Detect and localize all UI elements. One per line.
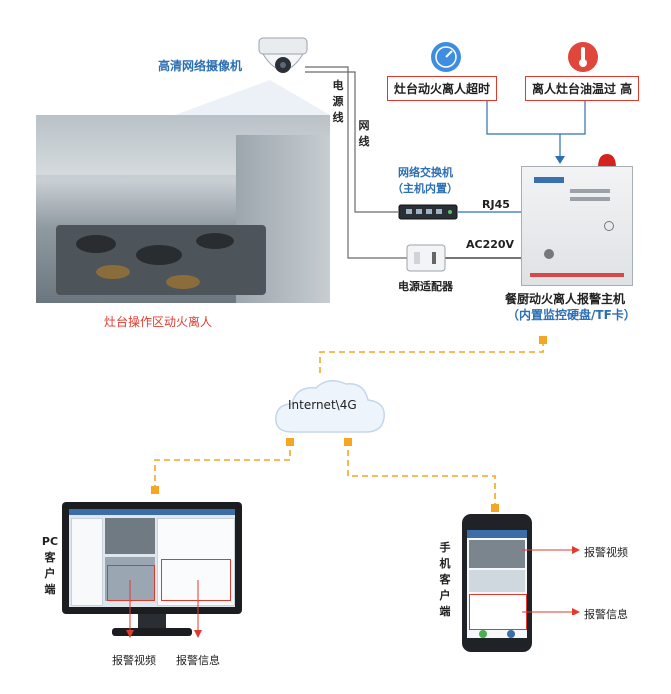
pc-base <box>112 628 192 636</box>
switch-subtitle: （主机内置） <box>392 182 458 195</box>
power-line-label: 电源线 <box>332 79 344 124</box>
alarm-host <box>521 166 633 286</box>
sensor-timeout-box: 灶台动火离人超时 <box>387 76 498 101</box>
network-switch-icon <box>398 204 458 220</box>
cloud-label: Internet\4G <box>288 398 357 412</box>
camera-label: 高清网络摄像机 <box>158 59 243 73</box>
pc-client-label: PC客户端 <box>41 535 59 596</box>
switch-title: 网络交换机 <box>398 166 453 179</box>
ac220v-label: AC220V <box>466 238 515 251</box>
network-line-label: 网线 <box>358 119 370 148</box>
phone-callout-arrows <box>522 546 580 615</box>
phone-callout-info: 报警信息 <box>584 608 628 621</box>
phone <box>462 514 532 652</box>
rj45-label: RJ45 <box>482 198 510 211</box>
kitchen-caption: 灶台操作区动火离人 <box>104 315 213 329</box>
phone-screen <box>467 530 527 638</box>
adapter-label: 电源适配器 <box>398 280 453 293</box>
gauge-icon <box>431 42 461 72</box>
phone-client-label: 手机客户端 <box>439 541 451 618</box>
sensor-oil-temp-box: 离人灶台油温过 高 <box>525 76 640 101</box>
dome-camera-icon <box>258 37 308 73</box>
phone-callout-video: 报警视频 <box>584 546 628 559</box>
kitchen-photo <box>36 115 330 303</box>
pc-callout-arrows <box>126 580 202 638</box>
pc-callout-info: 报警信息 <box>176 654 220 667</box>
cloud-icon <box>275 380 385 433</box>
pc-callout-video: 报警视频 <box>112 654 156 667</box>
pc-screen <box>69 509 235 607</box>
pc-stand <box>138 614 166 630</box>
host-subtitle: （内置监控硬盘/TF卡） <box>507 308 636 322</box>
pc-monitor <box>62 502 242 614</box>
thermometer-icon <box>568 42 598 72</box>
power-adapter-icon <box>406 244 446 272</box>
host-title: 餐厨动火离人报警主机 <box>505 292 626 306</box>
